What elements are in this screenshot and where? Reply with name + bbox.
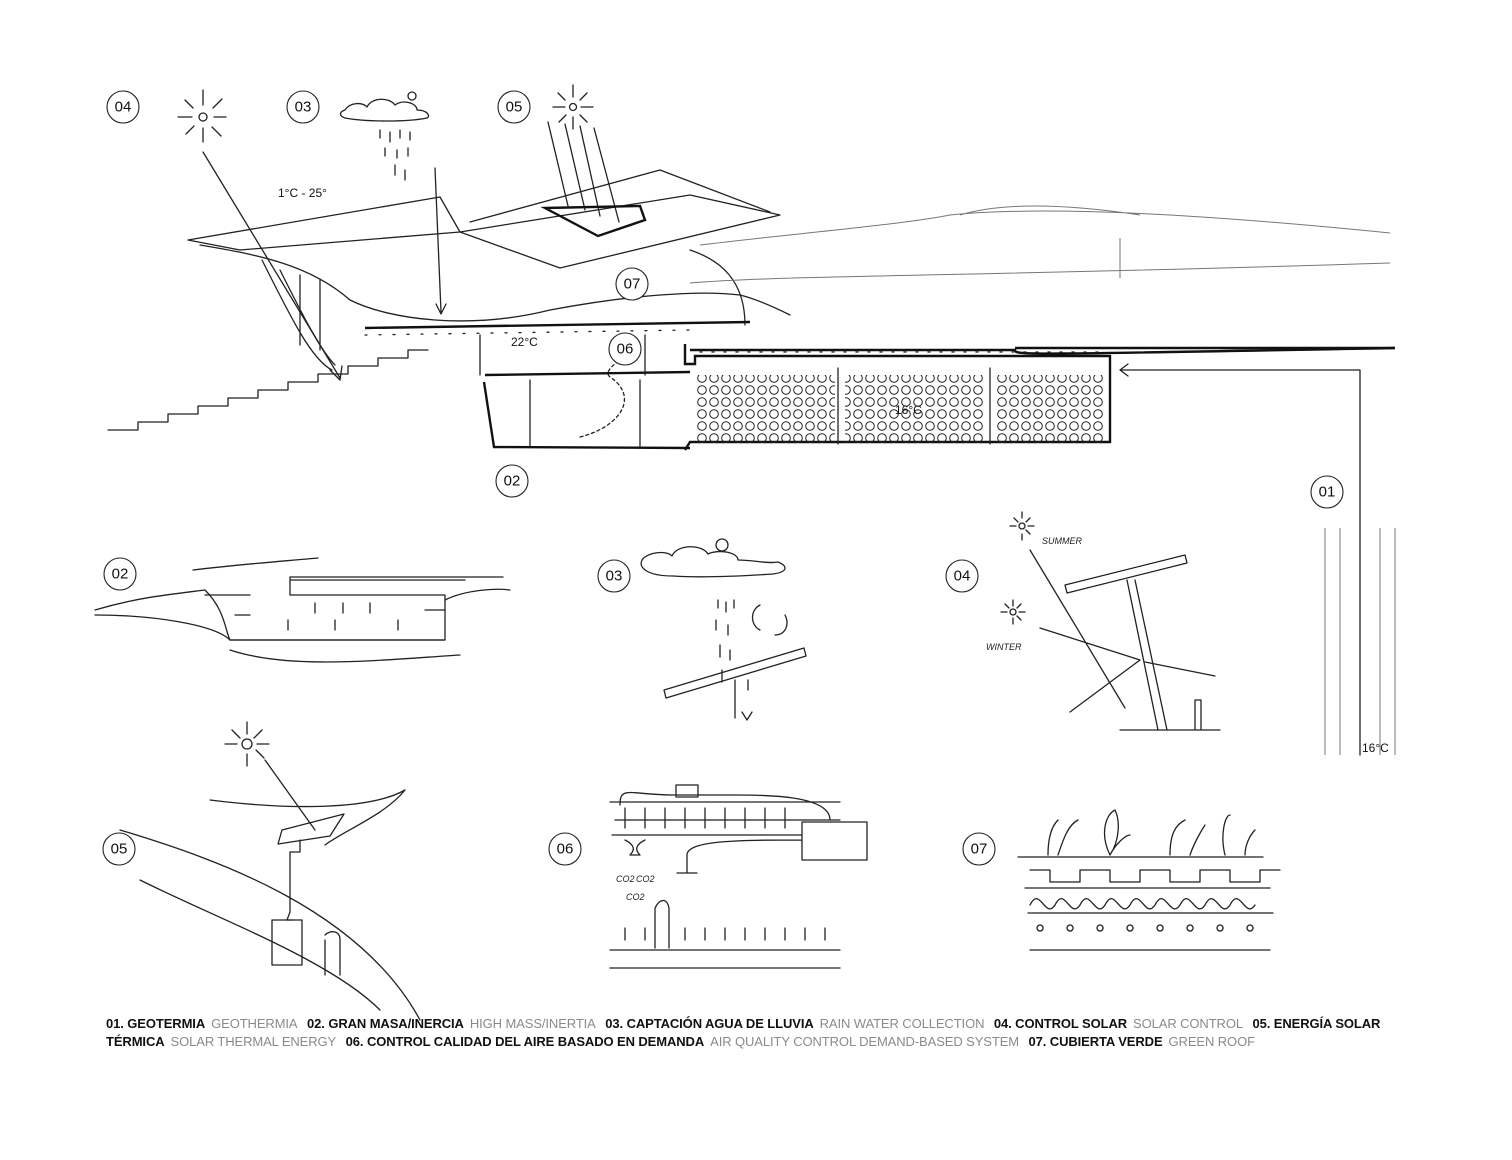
sun-icon: [177, 89, 227, 143]
detail-rain-collection: [640, 538, 807, 721]
legend-item-es: 07. CUBIERTA VERDE: [1028, 1034, 1163, 1049]
legend-item-en: SOLAR CONTROL: [1133, 1016, 1243, 1031]
storage-temperature: 16°C: [895, 403, 922, 417]
label-04: 04: [106, 90, 140, 124]
legend-item-en: SOLAR THERMAL ENERGY: [170, 1034, 337, 1049]
label-03: 03: [286, 90, 320, 124]
legend-item-es: 03. CAPTACIÓN AGUA DE LLUVIA: [605, 1016, 814, 1031]
legend-item-en: RAIN WATER COLLECTION: [819, 1016, 985, 1031]
legend-item-en: HIGH MASS/INERTIA: [469, 1016, 596, 1031]
svg-text:03: 03: [606, 568, 623, 585]
detail-solar-control: [1000, 511, 1221, 731]
label-06: 06: [608, 332, 642, 366]
label-07: 07: [615, 267, 649, 301]
detail-label-02: 02: [103, 557, 137, 591]
co2-label: CO2: [626, 892, 645, 902]
thermal-mass-grid: [695, 375, 1105, 443]
detail-green-roof: [1017, 809, 1281, 951]
detail-label-07: 07: [962, 832, 996, 866]
sun-icon: [547, 84, 620, 223]
label-01: 01: [1310, 475, 1344, 509]
winter-label: WINTER: [986, 642, 1022, 652]
svg-text:07: 07: [971, 841, 988, 858]
detail-solar-thermal: [119, 721, 421, 1021]
legend-item-es: 01. GEOTERMIA: [106, 1016, 206, 1031]
detail-high-mass: [94, 557, 511, 663]
winter-sun-icon: [1000, 599, 1026, 625]
legend-item-es: 04. CONTROL SOLAR: [993, 1016, 1128, 1031]
detail-air-quality: [609, 784, 868, 969]
legend-item-en: AIR QUALITY CONTROL DEMAND-BASED SYSTEM: [710, 1034, 1019, 1049]
svg-text:06: 06: [557, 841, 574, 858]
detail-label-06: 06: [548, 832, 582, 866]
detail-label-04: 04: [945, 559, 979, 593]
svg-text:05: 05: [111, 841, 128, 858]
detail-label-05: 05: [102, 832, 136, 866]
legend-item-es: 06. CONTROL CALIDAD DEL AIRE BASADO EN D…: [345, 1034, 705, 1049]
summer-sun-icon: [1009, 511, 1035, 541]
main-building-section: [107, 84, 1396, 756]
svg-text:07: 07: [624, 276, 641, 293]
summer-label: SUMMER: [1042, 536, 1082, 546]
co2-label: CO2: [616, 874, 635, 884]
svg-text:02: 02: [112, 566, 129, 583]
svg-text:04: 04: [115, 99, 132, 116]
legend-item-es: 05. ENERGÍA SOLAR TÉRMICA: [106, 1016, 1381, 1049]
label-02: 02: [495, 464, 529, 498]
svg-text:04: 04: [954, 568, 971, 585]
interior-temperature: 22°C: [511, 335, 538, 349]
svg-text:03: 03: [295, 99, 312, 116]
ground-temperature: 16°C: [1362, 741, 1389, 755]
svg-text:01: 01: [1319, 484, 1336, 501]
legend-item-en: GEOTHERMIA: [211, 1016, 298, 1031]
svg-text:06: 06: [617, 341, 634, 358]
label-05: 05: [497, 90, 531, 124]
detail-label-03: 03: [597, 559, 631, 593]
legend-caption: 01. GEOTERMIA GEOTHERMIA 02. GRAN MASA/IN…: [106, 1015, 1406, 1051]
legend-item-en: GREEN ROOF: [1168, 1034, 1256, 1049]
outdoor-temperature: 1°C - 25°: [278, 186, 327, 200]
svg-text:02: 02: [504, 473, 521, 490]
svg-text:05: 05: [506, 99, 523, 116]
co2-label: CO2: [636, 874, 655, 884]
legend-item-es: 02. GRAN MASA/INERCIA: [307, 1016, 464, 1031]
rain-cloud-icon: [339, 91, 430, 181]
